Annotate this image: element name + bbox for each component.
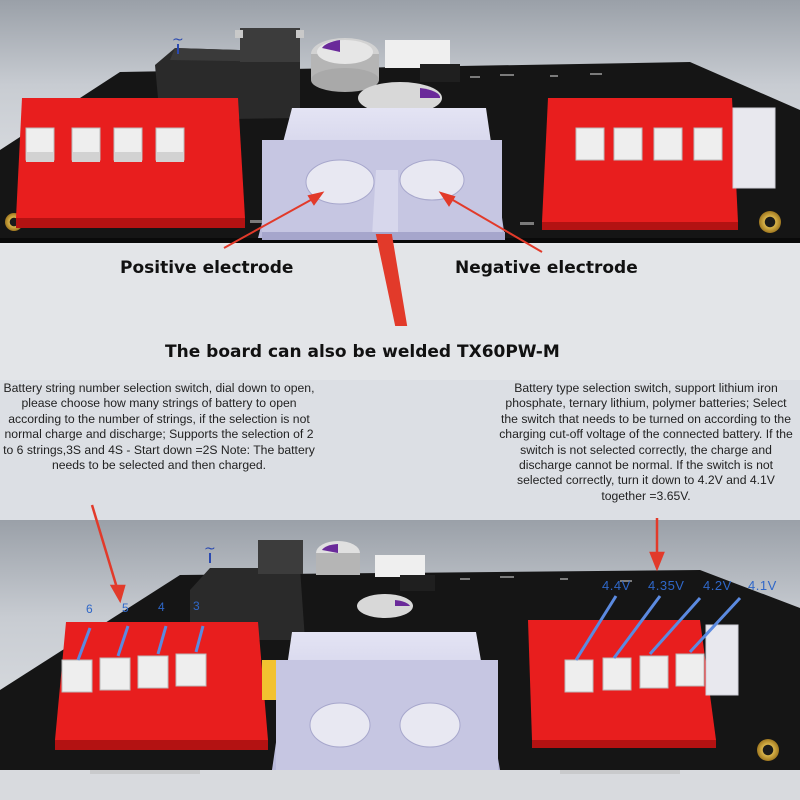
- dip-switch-top-right: [542, 98, 776, 230]
- string-number-label: 5: [122, 601, 129, 615]
- xt60-connector-top: [258, 108, 505, 240]
- voltage-label: 4.2V: [703, 578, 732, 593]
- annotation-arrows-top: [223, 191, 543, 326]
- weld-note-label: The board can also be welded TX60PW-M: [165, 342, 560, 362]
- voltage-label: 4.4V: [602, 578, 631, 593]
- annotation-arrows-bottom: [90, 504, 665, 604]
- blue-pointers: [76, 595, 742, 661]
- ic-chip: [240, 28, 300, 62]
- tilde-marker-icon: ~: [172, 32, 184, 48]
- voltage-label: 4.1V: [748, 578, 777, 593]
- mounting-hole-icon: [759, 211, 781, 233]
- tilde-marker-icon: ~: [204, 541, 216, 557]
- dip-switch-top-left: [16, 98, 245, 228]
- silkscreen-top: [250, 73, 602, 225]
- xt60-connector-bottom: [272, 632, 500, 770]
- mounting-hole-icon: [757, 739, 779, 761]
- string-switch-description: Battery string number selection switch, …: [3, 381, 315, 473]
- string-number-label: 4: [158, 600, 165, 614]
- voltage-label: 4.35V: [648, 578, 685, 593]
- positive-electrode-label: Positive electrode: [120, 258, 294, 278]
- string-number-label: 3: [193, 599, 200, 613]
- type-switch-description: Battery type selection switch, support l…: [499, 381, 793, 503]
- dip-switch-bottom-right: [528, 620, 739, 748]
- negative-electrode-label: Negative electrode: [455, 258, 638, 278]
- dip-switch-bottom-left: [55, 622, 278, 750]
- string-number-label: 6: [86, 602, 93, 616]
